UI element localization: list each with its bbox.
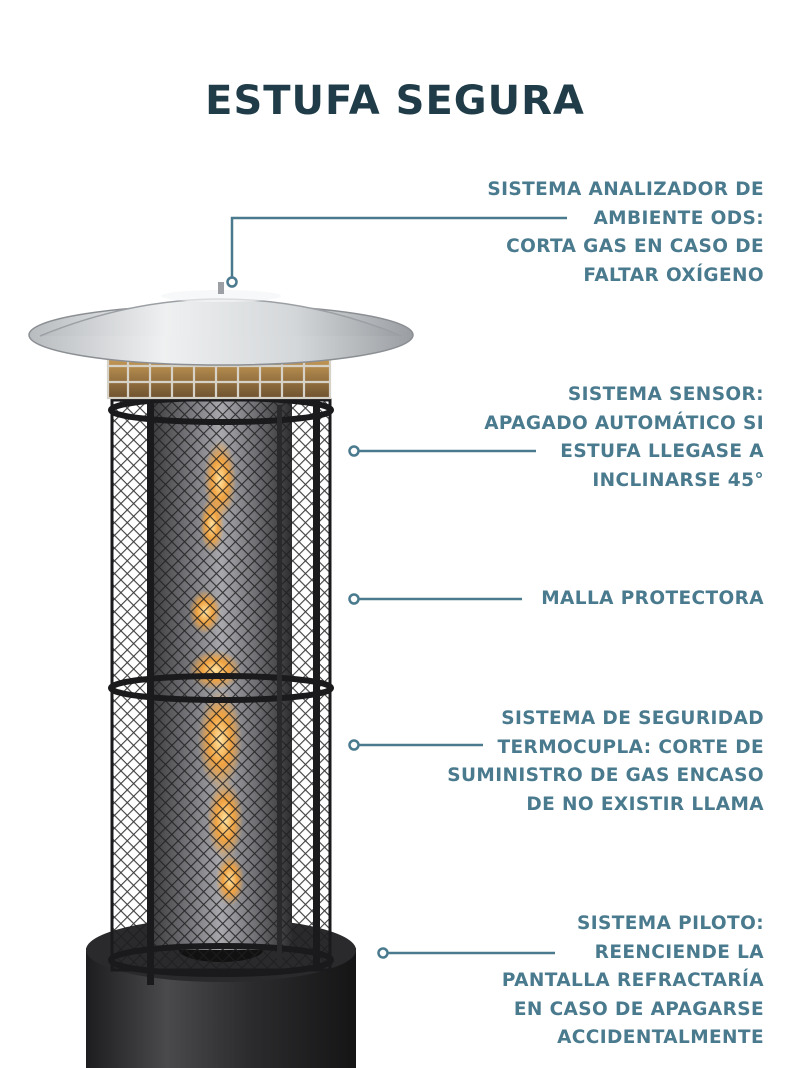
callout-line: ESTUFA LLEGASE A <box>560 441 764 462</box>
callout-malla: MALLA PROTECTORA <box>541 585 764 614</box>
callout-line: AMBIENTE ODS: <box>593 207 764 229</box>
callout-dot-ods <box>226 276 238 288</box>
callout-line: APAGADO AUTOMÁTICO SI <box>484 412 764 434</box>
callout-termocupla: SISTEMA DE SEGURIDAD TERMOCUPLA: CORTE D… <box>447 705 764 819</box>
callout-line: DE NO EXISTIR LLAMA <box>526 793 764 815</box>
callout-line: MALLA PROTECTORA <box>541 588 764 609</box>
callout-line: SISTEMA DE SEGURIDAD <box>501 708 764 729</box>
callout-line: PANTALLA REFRACTARÍA <box>501 970 764 991</box>
callout-line: INCLINARSE 45° <box>592 469 764 491</box>
page-title: ESTUFA SEGURA <box>205 78 585 124</box>
callout-line: FALTAR OXÍGENO <box>583 264 764 286</box>
callout-dot-sensor <box>348 445 360 457</box>
leader-line-ods <box>230 216 567 280</box>
callout-sensor: SISTEMA SENSOR: APAGADO AUTOMÁTICO SI ES… <box>484 381 764 495</box>
callout-line: ACCIDENTALMENTE <box>557 1027 764 1048</box>
callout-line: REENCIENDE LA <box>594 941 764 963</box>
callout-line: SISTEMA ANALIZADOR DE <box>487 179 764 200</box>
callout-dot-malla <box>348 593 360 605</box>
callout-line: CORTA GAS EN CASO DE <box>506 236 764 257</box>
callout-dot-termocupla <box>348 739 360 751</box>
callout-ods: SISTEMA ANALIZADOR DE AMBIENTE ODS: CORT… <box>487 176 764 290</box>
callout-piloto: SISTEMA PILOTO: REENCIENDE LA PANTALLA R… <box>502 910 764 1053</box>
callout-line: SISTEMA SENSOR: <box>567 384 764 405</box>
callout-line: TERMOCUPLA: CORTE DE <box>497 736 764 758</box>
callout-line: SUMINISTRO DE GAS ENCASO <box>447 765 764 786</box>
callout-line: EN CASO DE APAGARSE <box>513 998 764 1020</box>
callout-dot-piloto <box>377 947 389 959</box>
callout-line: SISTEMA PILOTO: <box>577 913 764 934</box>
